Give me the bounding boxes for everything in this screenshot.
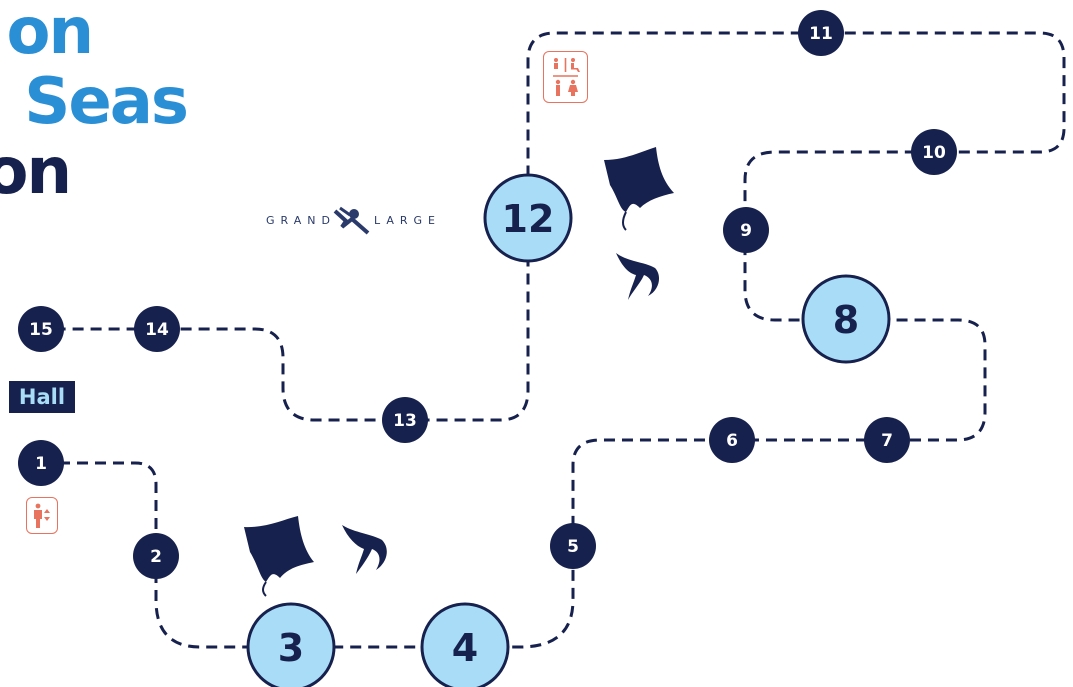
stop-label-3: 3 bbox=[278, 626, 304, 670]
stop-14[interactable]: 14 bbox=[134, 306, 180, 352]
title-line-2: Seas bbox=[24, 65, 189, 139]
logo-text-right: LARGE bbox=[373, 213, 441, 227]
stop-2[interactable]: 2 bbox=[133, 533, 179, 579]
stop-3[interactable]: 3 bbox=[246, 602, 336, 687]
stop-label-10: 10 bbox=[922, 143, 946, 163]
diver-logo-icon bbox=[333, 206, 370, 235]
stop-label-13: 13 bbox=[393, 411, 417, 431]
title-line-1: on bbox=[6, 0, 94, 69]
restrooms-sign bbox=[543, 51, 588, 103]
stop-label-1: 1 bbox=[35, 454, 47, 474]
stop-11[interactable]: 11 bbox=[798, 10, 844, 56]
stop-label-9: 9 bbox=[740, 221, 752, 241]
stop-15[interactable]: 15 bbox=[18, 306, 64, 352]
stop-10[interactable]: 10 bbox=[911, 129, 957, 175]
stop-6[interactable]: 6 bbox=[709, 417, 755, 463]
stop-label-4: 4 bbox=[452, 626, 478, 670]
elevator-sign bbox=[26, 497, 58, 534]
stop-label-5: 5 bbox=[567, 537, 579, 557]
stop-12[interactable]: 12 bbox=[483, 173, 573, 263]
stop-4[interactable]: 4 bbox=[420, 602, 510, 687]
stop-label-6: 6 bbox=[726, 431, 738, 451]
stop-7[interactable]: 7 bbox=[864, 417, 910, 463]
stop-9[interactable]: 9 bbox=[723, 207, 769, 253]
stop-label-14: 14 bbox=[145, 320, 169, 340]
manta-ray-icon bbox=[244, 516, 314, 597]
stop-label-12: 12 bbox=[502, 197, 555, 241]
stop-5[interactable]: 5 bbox=[550, 523, 596, 569]
grand-large-logo: GRAND LARGE bbox=[266, 206, 441, 235]
shark-icon bbox=[342, 525, 387, 574]
stop-8[interactable]: 8 bbox=[801, 274, 891, 364]
stop-label-15: 15 bbox=[29, 320, 53, 340]
shark-icon bbox=[616, 253, 660, 300]
hall-label: Hall bbox=[9, 381, 75, 413]
logo-text-left: GRAND bbox=[266, 213, 336, 227]
stop-13[interactable]: 13 bbox=[382, 397, 428, 443]
elevator-icon bbox=[34, 503, 50, 528]
stop-label-2: 2 bbox=[150, 547, 162, 567]
manta-ray-icon bbox=[604, 147, 674, 231]
restrooms-icon bbox=[553, 58, 580, 96]
stop-label-11: 11 bbox=[809, 24, 833, 44]
stop-1[interactable]: 1 bbox=[18, 440, 64, 486]
route-path bbox=[41, 31, 1066, 649]
stop-label-8: 8 bbox=[833, 298, 859, 342]
title-line-3: on bbox=[0, 135, 72, 209]
stop-label-7: 7 bbox=[881, 431, 893, 451]
